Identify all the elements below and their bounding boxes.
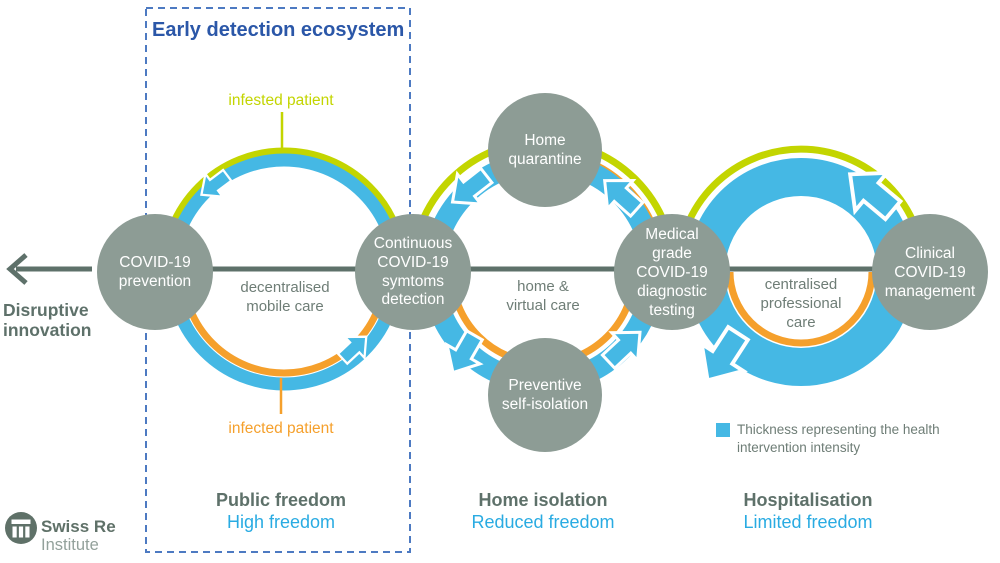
node-label-line: COVID-19: [636, 264, 708, 281]
infected-patient-label: infected patient: [228, 420, 334, 437]
stage-home-isolation: Home isolation Reduced freedom: [471, 490, 614, 532]
node-label-line: management: [885, 283, 976, 300]
swissre-logo: Swiss Re Institute: [5, 512, 116, 554]
node-preventive-isolation: Preventive self-isolation: [488, 338, 602, 452]
care-label-line: professional: [761, 295, 842, 312]
logo-mark-pillar: [25, 526, 30, 538]
disruptive-label-line2: innovation: [3, 320, 91, 340]
loop-hospitalisation: [674, 145, 928, 386]
flow-arrow-icon: [600, 330, 642, 371]
infected-patient-callout: infected patient: [228, 378, 334, 437]
legend-thickness: Thickness representing the health interv…: [716, 422, 940, 455]
flow-arrow-icon: [847, 170, 904, 222]
legend-line1: Thickness representing the health: [737, 422, 940, 437]
flow-arrow-icon: [200, 168, 233, 198]
node-label-line: testing: [649, 302, 695, 319]
node-continuous-detection: Continuous COVID-19 symtoms detection: [355, 214, 471, 330]
node-label-line: self-isolation: [502, 396, 588, 413]
logo-mark-pillar: [12, 526, 17, 538]
care-label-line: mobile care: [246, 298, 324, 315]
node-label-line: Preventive: [508, 377, 581, 394]
node-label-line: Home: [524, 132, 565, 149]
stage-freedom: Reduced freedom: [471, 512, 614, 532]
logo-mark-bar: [11, 519, 31, 524]
loop1-blue-bottom: [165, 271, 403, 391]
logo-brand-text: Swiss Re: [41, 517, 116, 536]
care-label-home-virtual: home & virtual care: [506, 278, 579, 314]
node-label-line: Clinical: [905, 245, 955, 262]
loop1-blue-top: [165, 153, 403, 273]
care-label-line: decentralised: [240, 279, 329, 296]
care-label-line: centralised: [765, 276, 838, 293]
care-label-line: home &: [517, 278, 569, 295]
infested-patient-label: infested patient: [228, 92, 334, 109]
node-label-line: COVID-19: [894, 264, 966, 281]
care-label-line: care: [786, 314, 815, 331]
node-label-line: quarantine: [508, 151, 581, 168]
care-label-centralised: centralised professional care: [761, 276, 842, 331]
loop1-green-ribbon: [159, 147, 409, 273]
loop-public-freedom: [159, 147, 409, 391]
stage-name: Public freedom: [216, 490, 346, 510]
disruptive-innovation-arrow: [6, 253, 92, 285]
node-label-line: Medical: [645, 226, 698, 243]
loop1-orange-ribbon: [179, 271, 389, 377]
logo-mark-pillar: [18, 526, 24, 538]
loop3-blue-top: [687, 158, 915, 273]
flow-arrow-icon: [336, 335, 368, 366]
node-circle: [355, 214, 471, 330]
loop3-orange-ribbon: [726, 271, 876, 347]
node-label-line: diagnostic: [637, 283, 707, 300]
flow-arrow-icon: [450, 166, 495, 206]
stage-name: Hospitalisation: [743, 490, 872, 510]
node-label-line: Continuous: [374, 235, 453, 252]
node-circle: [97, 214, 213, 330]
legend-line2: intervention intensity: [737, 440, 860, 455]
stage-hospitalisation: Hospitalisation Limited freedom: [743, 490, 872, 532]
stage-freedom: High freedom: [227, 512, 335, 532]
node-circle: [488, 93, 602, 207]
infested-patient-callout: infested patient: [228, 92, 334, 150]
loop3-green-ribbon: [674, 145, 928, 273]
loop3-blue-bottom: [687, 271, 915, 386]
node-circle: [614, 214, 730, 330]
flow-arrow-icon: [444, 328, 485, 375]
node-covid-prevention: COVID-19 prevention: [97, 214, 213, 330]
early-detection-title: Early detection ecosystem: [152, 19, 404, 41]
node-label-line: COVID-19: [119, 254, 191, 271]
care-label-decentralised: decentralised mobile care: [240, 279, 329, 315]
node-diagnostic-testing: Medical grade COVID-19 diagnostic testin…: [614, 214, 730, 330]
stage-public-freedom: Public freedom High freedom: [216, 490, 346, 532]
node-label-line: symtoms: [382, 273, 444, 290]
node-circle: [872, 214, 988, 330]
logo-sub-text: Institute: [41, 536, 99, 554]
legend-swatch-icon: [716, 423, 730, 437]
node-home-quarantine: Home quarantine: [488, 93, 602, 207]
node-clinical-management: Clinical COVID-19 management: [872, 214, 988, 330]
node-label-line: detection: [382, 291, 445, 308]
stage-freedom: Limited freedom: [743, 512, 872, 532]
flow-arrow-icon: [603, 179, 645, 219]
care-label-line: virtual care: [506, 297, 579, 314]
disruptive-label-line1: Disruptive: [3, 300, 89, 320]
node-circle: [488, 338, 602, 452]
stage-name: Home isolation: [478, 490, 607, 510]
node-label-line: prevention: [119, 273, 191, 290]
arrow-head-icon: [6, 253, 28, 285]
flow-arrow-icon: [699, 324, 751, 383]
node-label-line: COVID-19: [377, 254, 449, 271]
node-label-line: grade: [652, 245, 692, 262]
